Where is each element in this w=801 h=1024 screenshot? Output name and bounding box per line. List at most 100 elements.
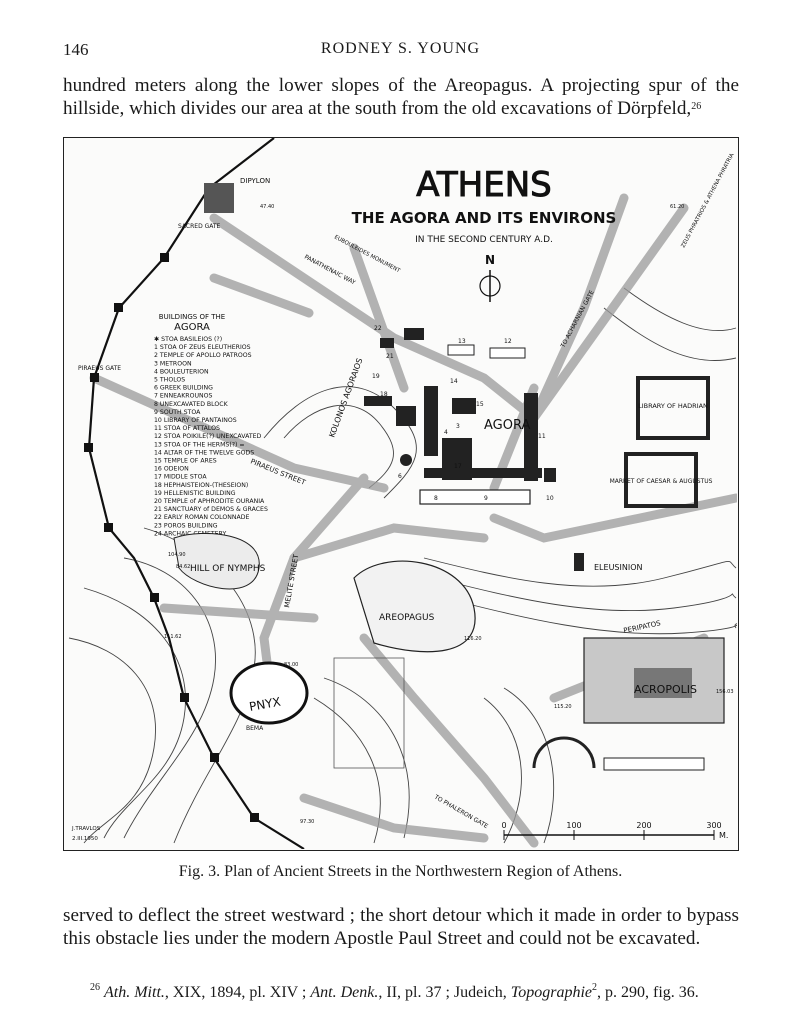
pnyx-outline bbox=[229, 661, 309, 725]
legend-items: ✱ STOA BASILEIOS (?)1 STOA OF ZEUS ELEUT… bbox=[154, 336, 268, 537]
legend-item: 7 ENNEAKROUNOS bbox=[154, 393, 212, 400]
scale-tick-label: 200 bbox=[636, 821, 651, 830]
wall-tower bbox=[84, 443, 93, 452]
wall-tower bbox=[180, 693, 189, 702]
building-number: 9 bbox=[484, 495, 488, 502]
northeast-street bbox=[529, 203, 689, 423]
footnote: 26 Ath. Mitt., XIX, 1894, pl. XIV ; Ant.… bbox=[90, 982, 699, 1002]
areopagus-outline bbox=[353, 560, 476, 653]
building-number: 15 bbox=[476, 401, 484, 408]
label-peripatos: PERIPATOS bbox=[623, 619, 662, 635]
library-of-hadrian-plan bbox=[636, 376, 710, 440]
wall-tower bbox=[150, 593, 159, 602]
running-head-author: RODNEY S. YOUNG bbox=[320, 40, 481, 57]
building-number: 10 bbox=[546, 495, 554, 502]
label-piraeus-gate: PIRAEUS GATE bbox=[78, 365, 121, 372]
scale-unit: M. bbox=[719, 831, 728, 840]
label-eleusinion: ELEUSINION bbox=[594, 563, 643, 572]
building-number: 6 bbox=[398, 473, 402, 480]
contour-line bbox=[603, 307, 737, 361]
building-stoa-poikile bbox=[489, 347, 526, 359]
legend-item: 18 HEPHAISTEION-(THESEION) bbox=[154, 482, 248, 489]
label-agora: AGORA bbox=[484, 418, 530, 433]
athens-agora-map: ATHENS THE AGORA AND ITS ENVIRONS IN THE… bbox=[68, 137, 741, 850]
contour-line bbox=[433, 577, 737, 612]
label-sacred-gate: SACRED GATE bbox=[178, 223, 221, 230]
map-figure: ATHENS THE AGORA AND ITS ENVIRONS IN THE… bbox=[63, 137, 741, 851]
building bbox=[380, 338, 394, 348]
label-dipylon: DIPYLON bbox=[240, 177, 270, 185]
contour-line bbox=[503, 687, 555, 844]
legend-item: 19 HELLENISTIC BUILDING bbox=[154, 490, 236, 497]
contour-line bbox=[83, 587, 186, 839]
label-to-phaleron-gate: TO PHALERON GATE bbox=[432, 793, 489, 830]
wall-tower bbox=[250, 813, 259, 822]
building-number: 12 bbox=[504, 338, 512, 345]
legend-item: 3 METROON bbox=[154, 360, 192, 367]
elevation-label: 156.03 bbox=[716, 689, 734, 695]
map-subtitle: THE AGORA AND ITS ENVIRONS bbox=[352, 209, 617, 227]
label-eubouleides: EUBOULEIDES MONUMENT bbox=[333, 234, 401, 274]
building-number: 3 bbox=[456, 423, 460, 430]
building-stoa bbox=[424, 386, 438, 456]
elevation-label: 111.62 bbox=[164, 634, 182, 640]
eleusinion-building bbox=[574, 553, 584, 571]
text-line: hundred meters along the lower slopes of… bbox=[63, 75, 739, 96]
legend-item: 16 ODEION bbox=[154, 466, 189, 473]
contour-line bbox=[283, 404, 394, 489]
legend-item: 14 ALTAR OF THE TWELVE GODS bbox=[154, 449, 254, 456]
wall-tower bbox=[90, 373, 99, 382]
label-acropolis: ACROPOLIS bbox=[634, 683, 697, 696]
building-number: 17 bbox=[454, 463, 462, 470]
building bbox=[452, 398, 476, 414]
map-title-block: ATHENS THE AGORA AND ITS ENVIRONS IN THE… bbox=[352, 165, 617, 302]
legend-item: 2 TEMPLE OF APOLLO PATROOS bbox=[154, 352, 252, 359]
building-number: 11 bbox=[538, 433, 546, 440]
phaleron-gate-street bbox=[359, 633, 539, 848]
text-fragment: hillside, which divides our area at the … bbox=[63, 98, 692, 119]
dipylon-gate-block bbox=[204, 183, 234, 213]
label-signature-date: 2.III.1950 bbox=[72, 836, 98, 842]
label-library-of-hadrian: LIBRARY OF HADRIAN bbox=[638, 402, 708, 410]
legend-item: 6 GREEK BUILDING bbox=[154, 385, 213, 392]
legend: BUILDINGS OF THE AGORA ✱ STOA BASILEIOS … bbox=[154, 313, 268, 537]
legend-item: 8 UNEXCAVATED BLOCK bbox=[154, 401, 229, 408]
elevation-label: 83.00 bbox=[284, 662, 298, 668]
streets bbox=[89, 193, 741, 848]
elevation-label: 97.30 bbox=[300, 819, 314, 825]
label-market: MARKET OF CAESAR & AUGUSTUS bbox=[610, 478, 713, 485]
street bbox=[289, 523, 489, 563]
contour-line bbox=[443, 597, 739, 635]
building-number: 13 bbox=[458, 338, 466, 345]
elevation-label: 116.20 bbox=[464, 636, 482, 642]
street bbox=[209, 273, 314, 318]
contour-line bbox=[263, 386, 417, 499]
agora-buildings bbox=[364, 328, 556, 505]
street bbox=[349, 243, 409, 393]
legend-item: ✱ STOA BASILEIOS (?) bbox=[154, 336, 222, 343]
residential-area bbox=[333, 657, 405, 769]
map-century: IN THE SECOND CENTURY A.D. bbox=[415, 235, 553, 245]
label-zeus-phratrios: ZEUS PHRATRIOS & ATHENA PHRATRIA bbox=[680, 152, 735, 249]
bottom-paragraph: served to deflect the street westward ; … bbox=[63, 904, 739, 950]
acharnian-gate-street bbox=[529, 193, 629, 423]
wall-tower bbox=[114, 303, 123, 312]
building bbox=[396, 406, 416, 426]
elevation-label: 84.62 bbox=[176, 564, 190, 570]
contour-line bbox=[423, 557, 737, 587]
building-middle-stoa bbox=[424, 468, 542, 478]
scale-tick-label: 100 bbox=[566, 821, 581, 830]
contour-line bbox=[483, 697, 522, 844]
footnote-reference[interactable]: 26 bbox=[691, 101, 702, 112]
themistoclean-wall bbox=[87, 137, 305, 850]
north-arrow-label: N bbox=[485, 253, 495, 267]
footnote-text: , p. 290, fig. 36. bbox=[596, 984, 699, 1001]
footnote-citation: Ath. Mitt. bbox=[104, 984, 165, 1001]
market-plan bbox=[624, 452, 698, 508]
label-bema: BEMA bbox=[246, 725, 264, 732]
legend-item: 11 STOA OF ATTALOS bbox=[154, 425, 220, 432]
library-of-hadrian-outline bbox=[636, 376, 710, 440]
elevation-label: 47.40 bbox=[260, 204, 274, 210]
piraeus-street-route bbox=[89, 373, 389, 493]
